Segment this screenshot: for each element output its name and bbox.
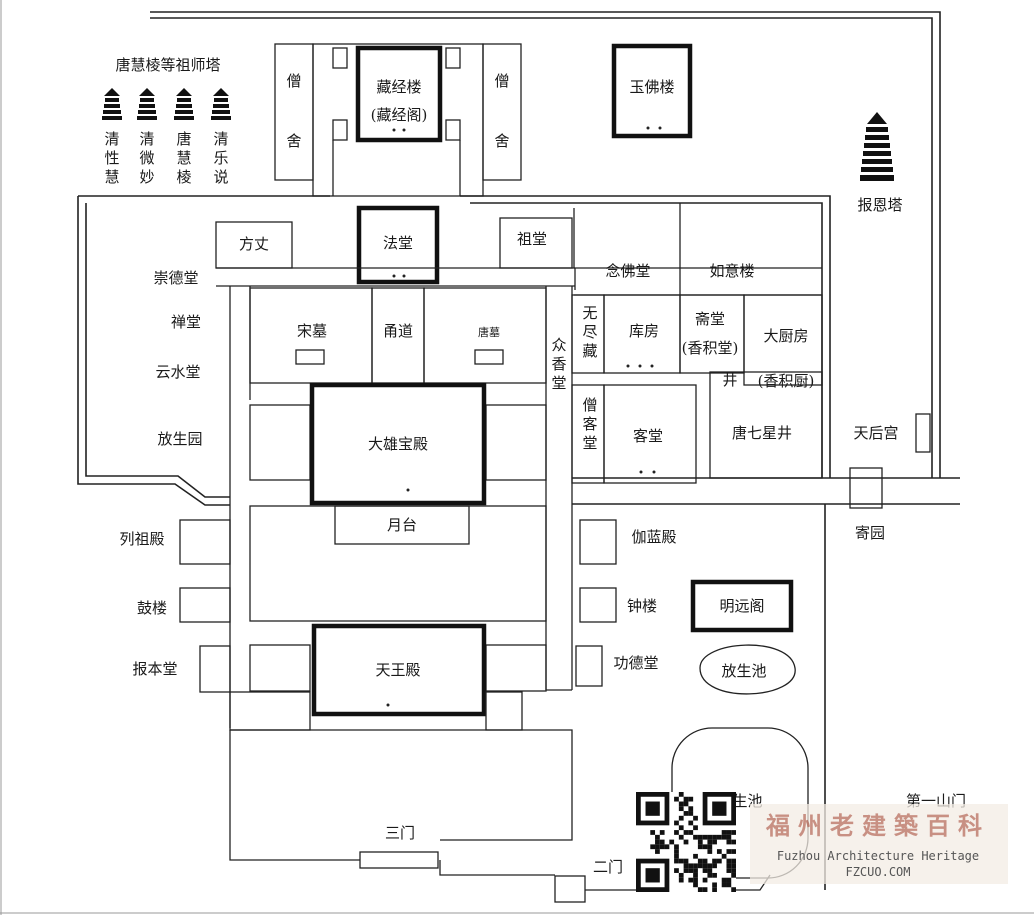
svg-text:清乐说: 清乐说	[213, 130, 228, 186]
fangshengyuan-label: 放生园	[157, 430, 202, 448]
zhonglou-label: 钟楼	[627, 597, 657, 615]
pagoda-name-2: 清微妙	[139, 130, 154, 186]
zhongxiangtang-label: 众香堂	[551, 336, 566, 392]
watermark-english: Fuzhou Architecture Heritage	[777, 849, 979, 863]
pagoda-icon	[211, 88, 231, 120]
east-courtyard	[571, 294, 931, 879]
baobentang-label: 报本堂	[132, 660, 177, 678]
sanmen-label: 三门	[385, 824, 415, 842]
left-side-halls	[179, 519, 231, 693]
xiangjichu-label: (香积厨)	[758, 372, 815, 390]
sengshe-left-label: 僧舍	[286, 72, 301, 150]
labels: 唐慧棱等祖师塔 清性慧 清微妙 唐慧棱 清乐说 报恩塔 僧舍 僧舍 藏经楼 (藏…	[104, 56, 966, 876]
mingyuange-label: 明远阁	[719, 597, 764, 615]
yunshuitang-label: 云水堂	[155, 363, 200, 381]
pagoda-icon	[174, 88, 194, 120]
tangmu-label: 唐墓	[478, 325, 500, 339]
left-pagodas-title: 唐慧棱等祖师塔	[115, 56, 220, 74]
door-marks	[386, 126, 662, 707]
tianhougong-label: 天后宫	[853, 424, 898, 442]
qielandian-label: 伽蓝殿	[631, 528, 676, 546]
kufang-label: 库房	[629, 322, 659, 340]
cangjinglou-label: 藏经楼	[376, 78, 421, 96]
pagoda-icon	[137, 88, 157, 120]
pond-upper	[699, 644, 796, 695]
svg-text:众香堂: 众香堂	[551, 336, 566, 392]
sengketang-label: 僧客堂	[582, 396, 597, 452]
xiangjitang-label: (香积堂)	[682, 339, 739, 357]
ruyilou-label: 如意楼	[709, 262, 754, 280]
songmu-label: 宋墓	[297, 322, 327, 340]
outer-walls	[77, 11, 960, 890]
gongdetang-label: 功德堂	[613, 654, 658, 672]
watermark: 福州老建築百科 Fuzhou Architecture Heritage FZC…	[750, 804, 1008, 884]
chantang-label: 禅堂	[171, 313, 201, 331]
pagoda-icon-large	[860, 112, 894, 181]
tianwangdian-label: 天王殿	[375, 661, 420, 679]
daxiongbaodian-label: 大雄宝殿	[368, 435, 428, 453]
right-pagoda-label: 报恩塔	[857, 196, 902, 214]
central-compound	[229, 286, 771, 903]
gulou-label: 鼓楼	[137, 599, 167, 617]
pagoda-icon	[102, 88, 122, 120]
nianfotang-label: 念佛堂	[605, 262, 650, 280]
qr-code	[636, 792, 736, 892]
zhaitang-label: 斋堂	[695, 310, 725, 328]
dachufang-label: 大厨房	[763, 327, 808, 345]
ketang-label: 客堂	[633, 427, 663, 445]
ermen-label: 二门	[593, 858, 623, 876]
cangjingge-label: (藏经阁)	[371, 106, 428, 124]
watermark-chinese: 福州老建築百科	[765, 811, 990, 840]
svg-text:僧舍: 僧舍	[494, 72, 509, 150]
svg-text:无尽藏: 无尽藏	[582, 304, 597, 360]
pagoda-name-3: 唐慧棱	[176, 130, 191, 186]
jing-label: 井	[722, 371, 737, 389]
pagoda-icon-group-left	[102, 88, 231, 120]
chongdetang-label: 崇德堂	[153, 269, 198, 287]
wujinzang-label: 无尽藏	[582, 304, 597, 360]
watermark-url: FZCUO.COM	[845, 865, 910, 879]
yuetai-label: 月台	[387, 516, 417, 534]
jiyuan-label: 寄园	[855, 524, 885, 542]
yufolou-label: 玉佛楼	[629, 78, 674, 96]
fangshengchi-upper-label: 放生池	[721, 662, 766, 680]
svg-text:清微妙: 清微妙	[139, 130, 154, 186]
zutang-label: 祖堂	[517, 230, 547, 248]
liezudian-label: 列祖殿	[119, 530, 164, 548]
svg-text:僧客堂: 僧客堂	[582, 396, 597, 452]
fatang-row	[215, 203, 822, 296]
fatang-label: 法堂	[383, 234, 413, 252]
svg-text:唐慧棱: 唐慧棱	[176, 130, 191, 186]
svg-text:清性慧: 清性慧	[104, 130, 119, 186]
sengshe-right-label: 僧舍	[494, 72, 509, 150]
north-compound	[274, 43, 693, 197]
fangzhang-label: 方丈	[239, 235, 269, 253]
pagoda-name-4: 清乐说	[213, 130, 228, 186]
yongdao-label: 甬道	[383, 322, 413, 340]
svg-text:僧舍: 僧舍	[286, 72, 301, 150]
pagoda-name-1: 清性慧	[104, 130, 119, 186]
tangqixingjing-label: 唐七星井	[732, 424, 792, 442]
